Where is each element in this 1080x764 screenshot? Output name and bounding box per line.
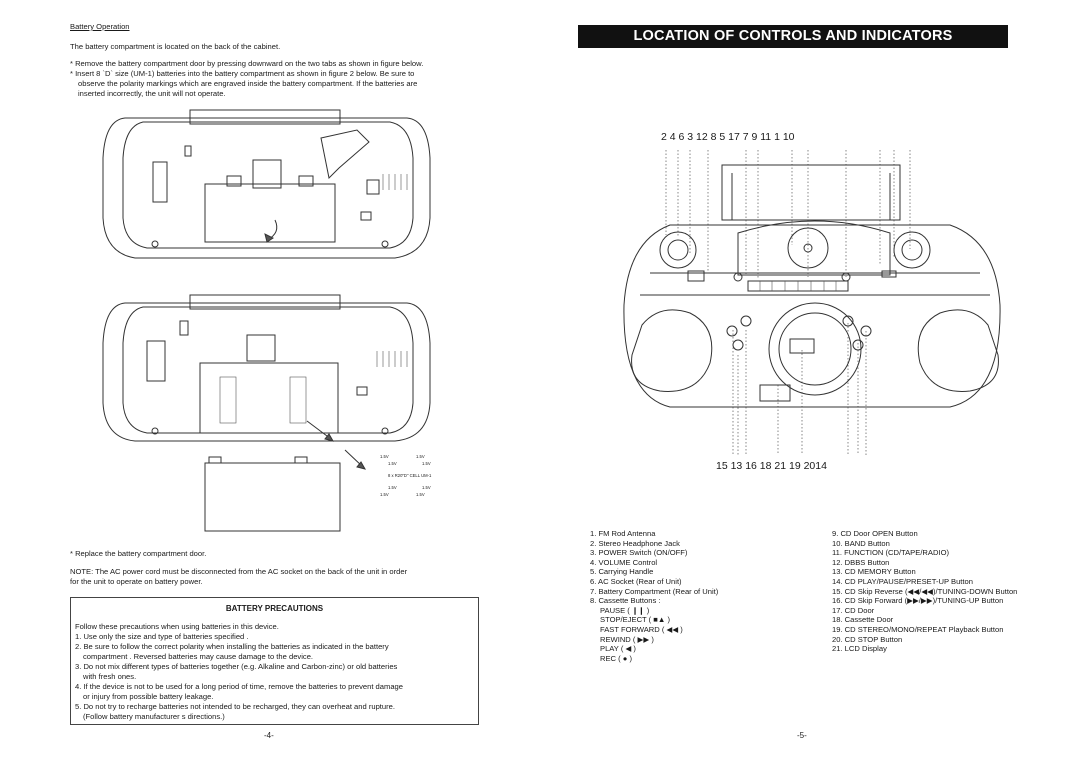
battery-operation-heading: Battery Operation	[70, 22, 130, 31]
precaution-line: Follow these precautions when using batt…	[75, 622, 279, 631]
precautions-title: BATTERY PRECAUTIONS	[225, 604, 324, 613]
control-item: 9. CD Door OPEN Button	[832, 529, 918, 538]
control-item: 3. POWER Switch (ON/OFF)	[590, 548, 688, 558]
control-item: 13. CD MEMORY Button	[832, 567, 916, 577]
control-item: 2. Stereo Headphone Jack	[590, 538, 680, 548]
page-number-right: -5-	[797, 731, 807, 740]
precaution-line: 4. If the device is not to be used for a…	[75, 682, 403, 691]
instruction-line-4: inserted incorrectly, the unit will not …	[78, 89, 226, 98]
control-item: 6. AC Socket (Rear of Unit)	[590, 576, 682, 586]
control-item: 4. VOLUME Control	[590, 557, 658, 567]
control-item: 12. DBBS Button	[832, 557, 890, 567]
battery-label: 1.5V	[416, 454, 425, 459]
page-title-banner: LOCATION OF CONTROLS AND INDICATORS	[578, 25, 1008, 48]
precaution-line: 5. Do not try to recharge batteries not …	[75, 702, 395, 711]
cassette-button-item: STOP/EJECT ( ■▲ )	[600, 615, 671, 625]
battery-cell-label: 8 x R20"D" CELL UM-1	[388, 473, 432, 478]
controls-list-left: 1. FM Rod Antenna 2. Stereo Headphone Ja…	[590, 529, 718, 663]
control-item: 5. Carrying Handle	[590, 567, 654, 577]
precaution-line: (Follow battery manufacturer s direction…	[83, 712, 225, 721]
control-item: 14. CD PLAY/PAUSE/PRESET-UP Button	[832, 576, 973, 586]
instruction-line-3: observe the polarity markings which are …	[78, 79, 418, 88]
ac-note-line-2: for the unit to operate on battery power…	[70, 577, 203, 586]
cassette-button-item: REWIND ( ▶▶ )	[600, 634, 654, 644]
battery-intro-text: The battery compartment is located on th…	[70, 42, 281, 51]
bottom-callout-numbers: 15 13 16 18 21 19 2014	[716, 460, 827, 472]
control-item: 1. FM Rod Antenna	[590, 529, 656, 538]
battery-label: 1.5V	[380, 454, 389, 459]
precaution-line: 1. Use only the size and type of batteri…	[75, 632, 249, 641]
control-item: 11. FUNCTION (CD/TAPE/RADIO)	[832, 548, 950, 558]
precaution-line: 2. Be sure to follow the correct polarit…	[75, 642, 389, 651]
control-item: 7. Battery Compartment (Rear of Unit)	[590, 586, 719, 596]
battery-label: 1.5V	[388, 461, 397, 466]
figure-battery-door	[204, 449, 367, 532]
precaution-line: or injury from possible battery leakage.	[83, 692, 214, 701]
battery-label: 1.5V	[388, 485, 397, 490]
control-item: 21. LCD Display	[832, 644, 887, 654]
top-callout-numbers: 2 4 6 3 12 8 5 17 7 9 11 1 10	[661, 131, 795, 143]
battery-polarity-diagram: 1.5V 1.5V 1.5V 1.5V 8 x R20"D" CELL UM-1…	[378, 452, 448, 502]
instruction-line-2: * Insert 8 `D` size (UM-1) batteries int…	[70, 69, 415, 78]
control-item: 18. Cassette Door	[832, 615, 894, 625]
cassette-button-item: PLAY ( ◀ )	[600, 644, 636, 654]
controls-list-right: 9. CD Door OPEN Button 10. BAND Button 1…	[832, 529, 1017, 654]
control-item: 16. CD Skip Forward (▶▶/▶▶)/TUNING-UP Bu…	[832, 596, 1004, 606]
battery-precautions-box: BATTERY PRECAUTIONS Follow these precaut…	[70, 597, 479, 725]
battery-label: 1.5V	[416, 492, 425, 497]
figure-back-of-unit-door	[102, 109, 431, 259]
control-item: 10. BAND Button	[832, 538, 890, 548]
control-item: 20. CD STOP Button	[832, 634, 903, 644]
precaution-line: 3. Do not mix different types of batteri…	[75, 662, 398, 671]
replace-door-note: * Replace the battery compartment door.	[70, 549, 207, 558]
page-number-left: -4-	[264, 731, 274, 740]
control-item: 17. CD Door	[832, 605, 875, 615]
battery-label: 1.5V	[422, 461, 431, 466]
boombox-front-illustration	[623, 150, 1001, 455]
cassette-button-item: PAUSE ( ❙❙ )	[600, 605, 650, 615]
cassette-button-item: FAST FORWARD ( ◀◀ )	[600, 624, 683, 634]
precaution-line: compartment . Reversed batteries may cau…	[83, 652, 314, 661]
control-item: 15. CD Skip Reverse (◀◀/◀◀)/TUNING-DOWN …	[832, 586, 1018, 596]
precaution-line: with fresh ones.	[83, 672, 137, 681]
figure-battery-compartment	[102, 294, 431, 442]
ac-note-line-1: NOTE: The AC power cord must be disconne…	[70, 567, 408, 576]
control-item: 19. CD STEREO/MONO/REPEAT Playback Butto…	[832, 624, 1004, 634]
instruction-line-1: * Remove the battery compartment door by…	[70, 59, 424, 68]
cassette-button-item: REC ( ● )	[600, 653, 633, 663]
battery-label: 1.5V	[422, 485, 431, 490]
battery-label: 1.5V	[380, 492, 389, 497]
control-item: 8. Cassette Buttons :	[590, 596, 661, 606]
